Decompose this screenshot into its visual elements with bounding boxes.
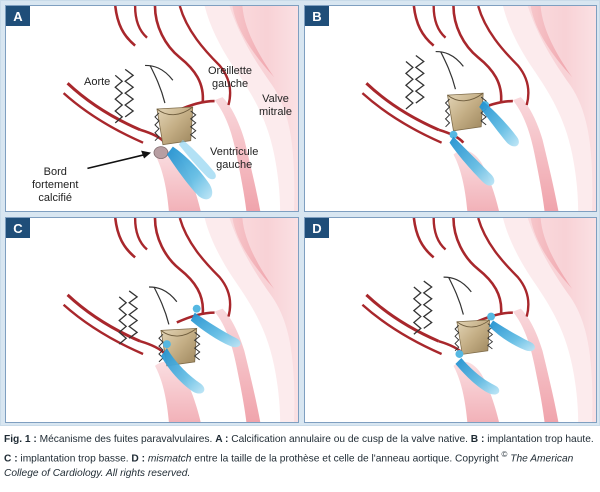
- caption-c-text: implantation trop basse.: [17, 453, 132, 465]
- label-valve-mitrale: Valve mitrale: [259, 93, 292, 119]
- label-ventricule-line2: gauche: [216, 159, 253, 171]
- panel-tag-a: A: [6, 6, 30, 26]
- label-oreillette-line1: Oreillette: [208, 65, 253, 77]
- caption-d-text: entre la taille de la prothèse et celle …: [191, 453, 499, 465]
- caption-a-text: Calcification annulaire ou de cusp de la…: [228, 434, 471, 445]
- label-bord-line2: fortement: [32, 179, 79, 191]
- leak-jet-lower: [455, 357, 500, 395]
- leak-jet-upper: [479, 101, 519, 147]
- caption-copyright-symbol: ©: [501, 450, 508, 459]
- caption-publisher: The American College of Cardiology. All …: [4, 453, 574, 480]
- panel-tag-b: B: [305, 6, 329, 26]
- label-valve-line2: mitrale: [259, 106, 293, 118]
- label-bord-calcifie: Bord fortement calcifié: [32, 166, 78, 205]
- panel-tag-d: D: [305, 218, 329, 238]
- leak-jet-lower: [449, 136, 495, 186]
- panel-c-illustration: [62, 218, 298, 422]
- caption-b-key: B :: [470, 434, 485, 445]
- label-ventricule-gauche: Ventricule gauche: [210, 146, 258, 172]
- caption-c-key: C :: [4, 453, 18, 465]
- leak-jet-lower: [160, 348, 205, 394]
- label-ventricule-line1: Ventricule: [210, 146, 259, 158]
- panel-d: D: [304, 217, 597, 423]
- panel-d-illustration: [360, 218, 596, 422]
- label-bord-line3: calcifié: [38, 192, 73, 204]
- caption-mismatch: mismatch: [147, 453, 192, 465]
- label-bord-line1: Bord: [43, 166, 67, 178]
- caption-b-text: implantation trop haute.: [484, 434, 594, 445]
- caption-fig-label: Fig. 1 :: [4, 434, 37, 445]
- leak-jet-upper: [489, 320, 535, 352]
- panel-b-illustration: [360, 6, 596, 211]
- leak-jet-upper: [190, 312, 241, 348]
- annotation-arrow: [87, 153, 146, 170]
- label-oreillette-line2: gauche: [211, 78, 249, 90]
- caption-intro: Mécanisme des fuites paravalvulaires.: [36, 434, 216, 445]
- panel-c: C: [5, 217, 299, 423]
- label-valve-line1: Valve: [262, 93, 289, 105]
- panel-a-illustration: [62, 6, 298, 211]
- figure-caption: Fig. 1 : Mécanisme des fuites paravalvul…: [4, 432, 596, 481]
- panel-tag-c: C: [6, 218, 30, 238]
- panel-a: A Aorte Oreillette gauche Valve mitrale …: [5, 5, 299, 212]
- calcified-nodule: [153, 146, 169, 159]
- caption-a-key: A :: [215, 434, 229, 445]
- figure-frame: A Aorte Oreillette gauche Valve mitrale …: [0, 0, 600, 426]
- label-oreillette-gauche: Oreillette gauche: [208, 65, 252, 91]
- label-aorte: Aorte: [84, 76, 111, 88]
- panel-b: B: [304, 5, 597, 212]
- leak-jet: [166, 146, 213, 200]
- caption-d-key: D :: [131, 453, 146, 465]
